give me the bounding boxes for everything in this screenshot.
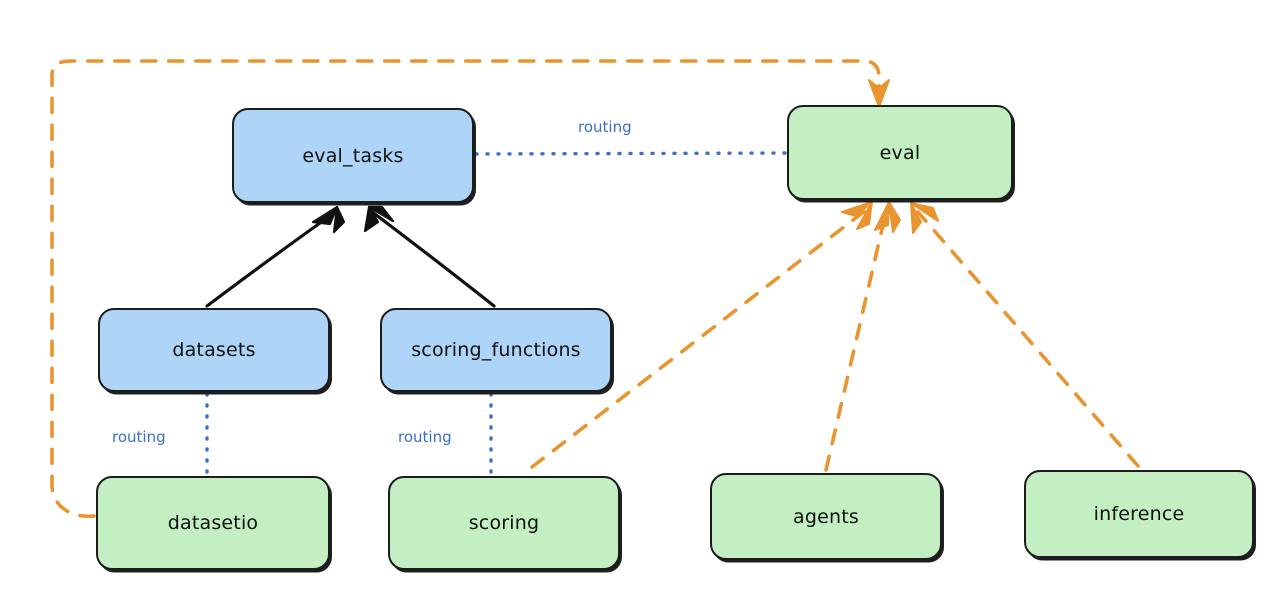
edge-label-routing-scoring_functions-scoring: routing — [398, 428, 452, 446]
edge-label-routing-datasets-datasetio: routing — [112, 428, 166, 446]
edge-scoring-to-eval — [530, 201, 873, 469]
node-label-eval_tasks: eval_tasks — [302, 144, 404, 167]
edge-label-routing-eval_tasks-eval: routing — [578, 118, 632, 136]
node-agents[interactable]: agents — [710, 473, 942, 560]
edge-inference-to-eval — [910, 202, 1140, 468]
node-label-scoring_functions: scoring_functions — [411, 339, 581, 361]
node-eval[interactable]: eval — [787, 105, 1013, 200]
edge-datasets-to-eval_tasks — [205, 205, 346, 308]
node-scoring[interactable]: scoring — [388, 476, 620, 570]
node-label-eval: eval — [879, 141, 921, 164]
node-label-agents: agents — [793, 505, 859, 528]
edge-eval_tasks-to-eval — [474, 151, 787, 156]
node-inference[interactable]: inference — [1024, 470, 1254, 558]
node-datasets[interactable]: datasets — [98, 308, 330, 392]
node-label-inference: inference — [1093, 503, 1185, 525]
node-label-datasetio: datasetio — [167, 512, 259, 534]
node-eval_tasks[interactable]: eval_tasks — [232, 108, 474, 203]
edge-agents-to-eval — [824, 201, 901, 472]
node-label-scoring: scoring — [468, 512, 540, 534]
node-datasetio[interactable]: datasetio — [96, 476, 330, 570]
node-label-datasets: datasets — [172, 339, 256, 361]
edge-datasetio-to-eval — [50, 59, 890, 518]
node-scoring_functions[interactable]: scoring_functions — [380, 308, 612, 392]
edge-scoring_functions-to-eval_tasks — [363, 205, 496, 308]
